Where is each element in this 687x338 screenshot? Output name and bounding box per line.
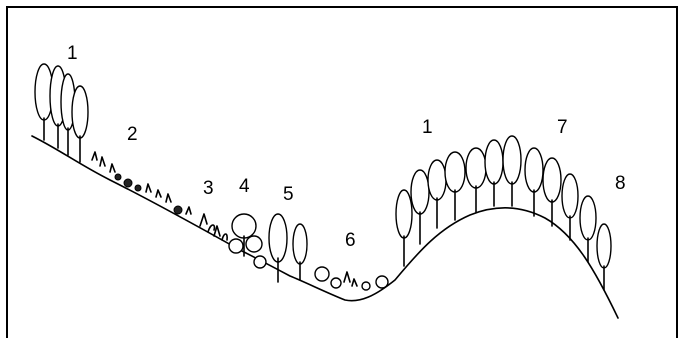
label-zone-7: 7: [557, 117, 568, 138]
label-zone-2: 2: [127, 124, 138, 145]
tall-trees-zone-5: [269, 214, 307, 282]
valley-bottom-vegetation-zone-6: [315, 267, 388, 290]
broadleaf-trees-zone-4: [229, 214, 266, 268]
label-zone-1-right: 1: [422, 117, 433, 138]
label-zone-6: 6: [345, 230, 356, 251]
label-zone-8: 8: [615, 173, 626, 194]
shrub-cluster-zone-3: [200, 214, 227, 240]
label-zone-5: 5: [283, 184, 294, 205]
grassland-shrubs: [92, 152, 191, 214]
zone-labels: 1 2 3 4 5 6 1 7 8: [67, 43, 626, 251]
label-zone-1-left: 1: [67, 43, 78, 64]
left-forest-trees: [35, 64, 88, 162]
label-zone-3: 3: [203, 178, 214, 199]
label-zone-4: 4: [239, 176, 250, 197]
hill-forest-trees: [396, 136, 611, 290]
